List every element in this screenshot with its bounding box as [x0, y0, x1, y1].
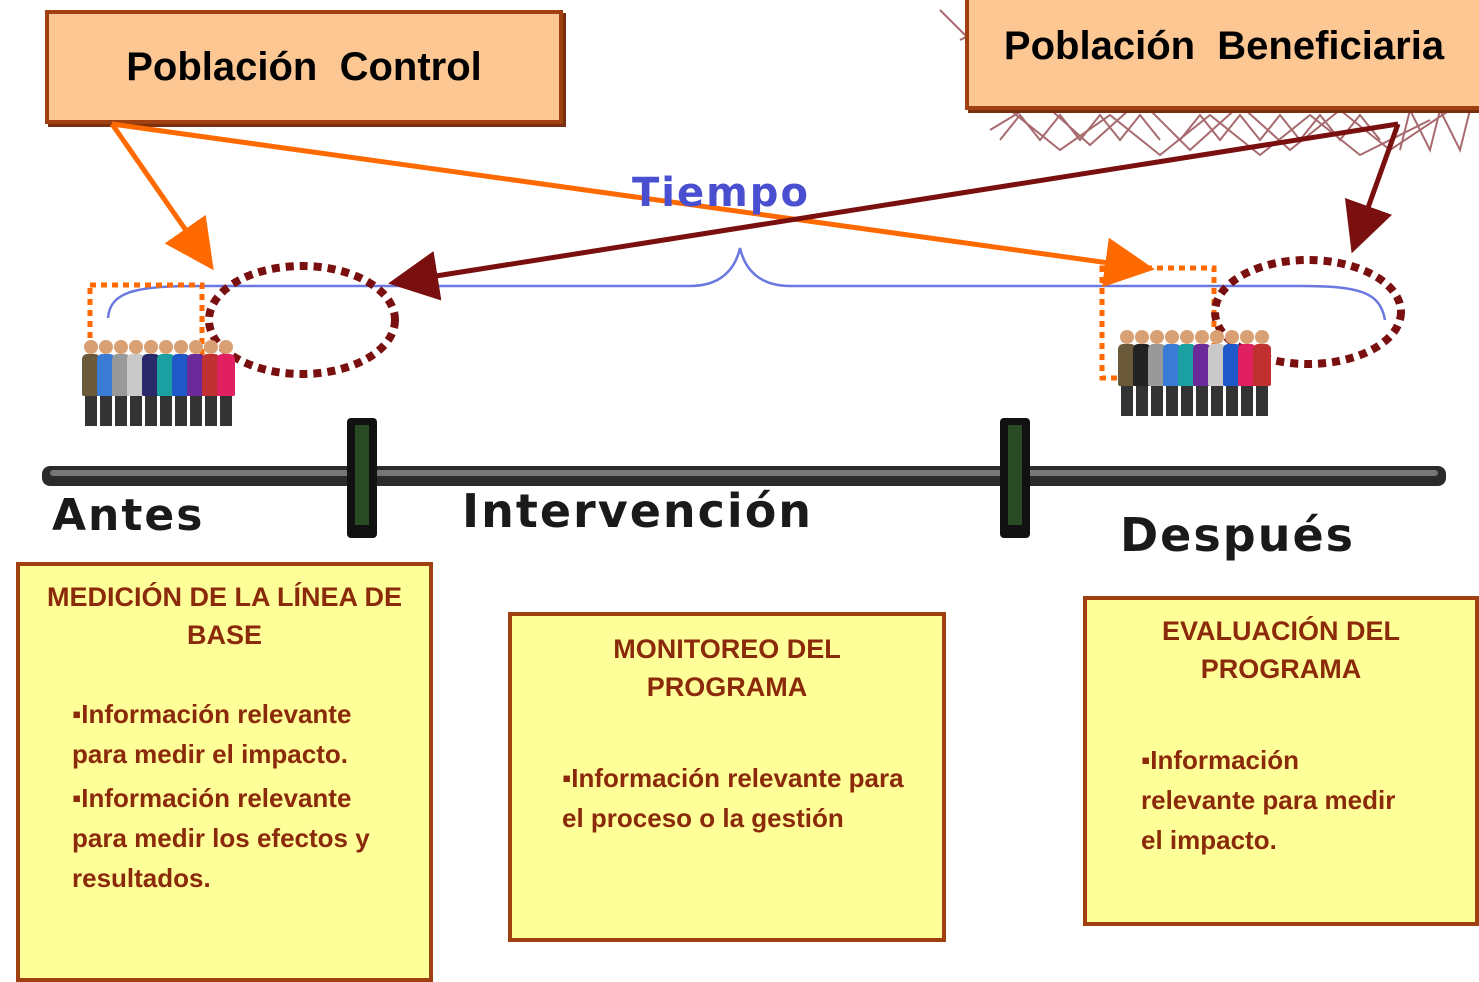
despues-label: Después: [1120, 508, 1356, 562]
stage-title: MEDICIÓN DE LA LÍNEA DE BASE: [46, 582, 402, 650]
poblacion-control-label: Población Control: [126, 44, 482, 89]
poblacion-beneficiaria-label: Población Beneficiaria: [1003, 23, 1445, 68]
people-crowd-icon-before: [82, 340, 235, 426]
stage-item: ▪Información relevante para el proceso o…: [562, 763, 904, 833]
stage-box-linea-base: MEDICIÓN DE LA LÍNEA DE BASE ▪Informació…: [16, 562, 433, 982]
time-brace: [106, 247, 1387, 321]
arrow-beneficiaria-before: [388, 121, 1399, 301]
poblacion-beneficiaria-box: Población Beneficiaria: [965, 0, 1479, 110]
stage-item: ▪Información relevante para medir el imp…: [72, 699, 352, 769]
arrow-beneficiaria-after: [1344, 123, 1401, 254]
stage-box-evaluacion: EVALUACIÓN DEL PROGRAMA ▪Información rel…: [1083, 596, 1479, 926]
stage-title: EVALUACIÓN DEL PROGRAMA: [1161, 616, 1400, 684]
stage-box-monitoreo: MONITOREO DEL PROGRAMA ▪Información rele…: [508, 612, 946, 942]
beneficiary-marker-after: [1211, 256, 1405, 368]
beneficiary-marker-before: [205, 262, 399, 378]
poblacion-control-box: Población Control: [45, 10, 563, 124]
arrow-control-before: [109, 122, 214, 271]
stage-item: ▪Información relevante para medir el imp…: [1141, 745, 1396, 855]
antes-label: Antes: [52, 490, 205, 541]
stage-title: MONITOREO DEL PROGRAMA: [613, 634, 841, 702]
people-crowd-icon-after: [1118, 330, 1271, 416]
arrow-control-after: [111, 121, 1155, 288]
tiempo-label: Tiempo: [632, 170, 810, 216]
intervencion-label: Intervención: [462, 484, 814, 538]
stage-item: ▪Información relevante para medir los ef…: [72, 783, 370, 893]
